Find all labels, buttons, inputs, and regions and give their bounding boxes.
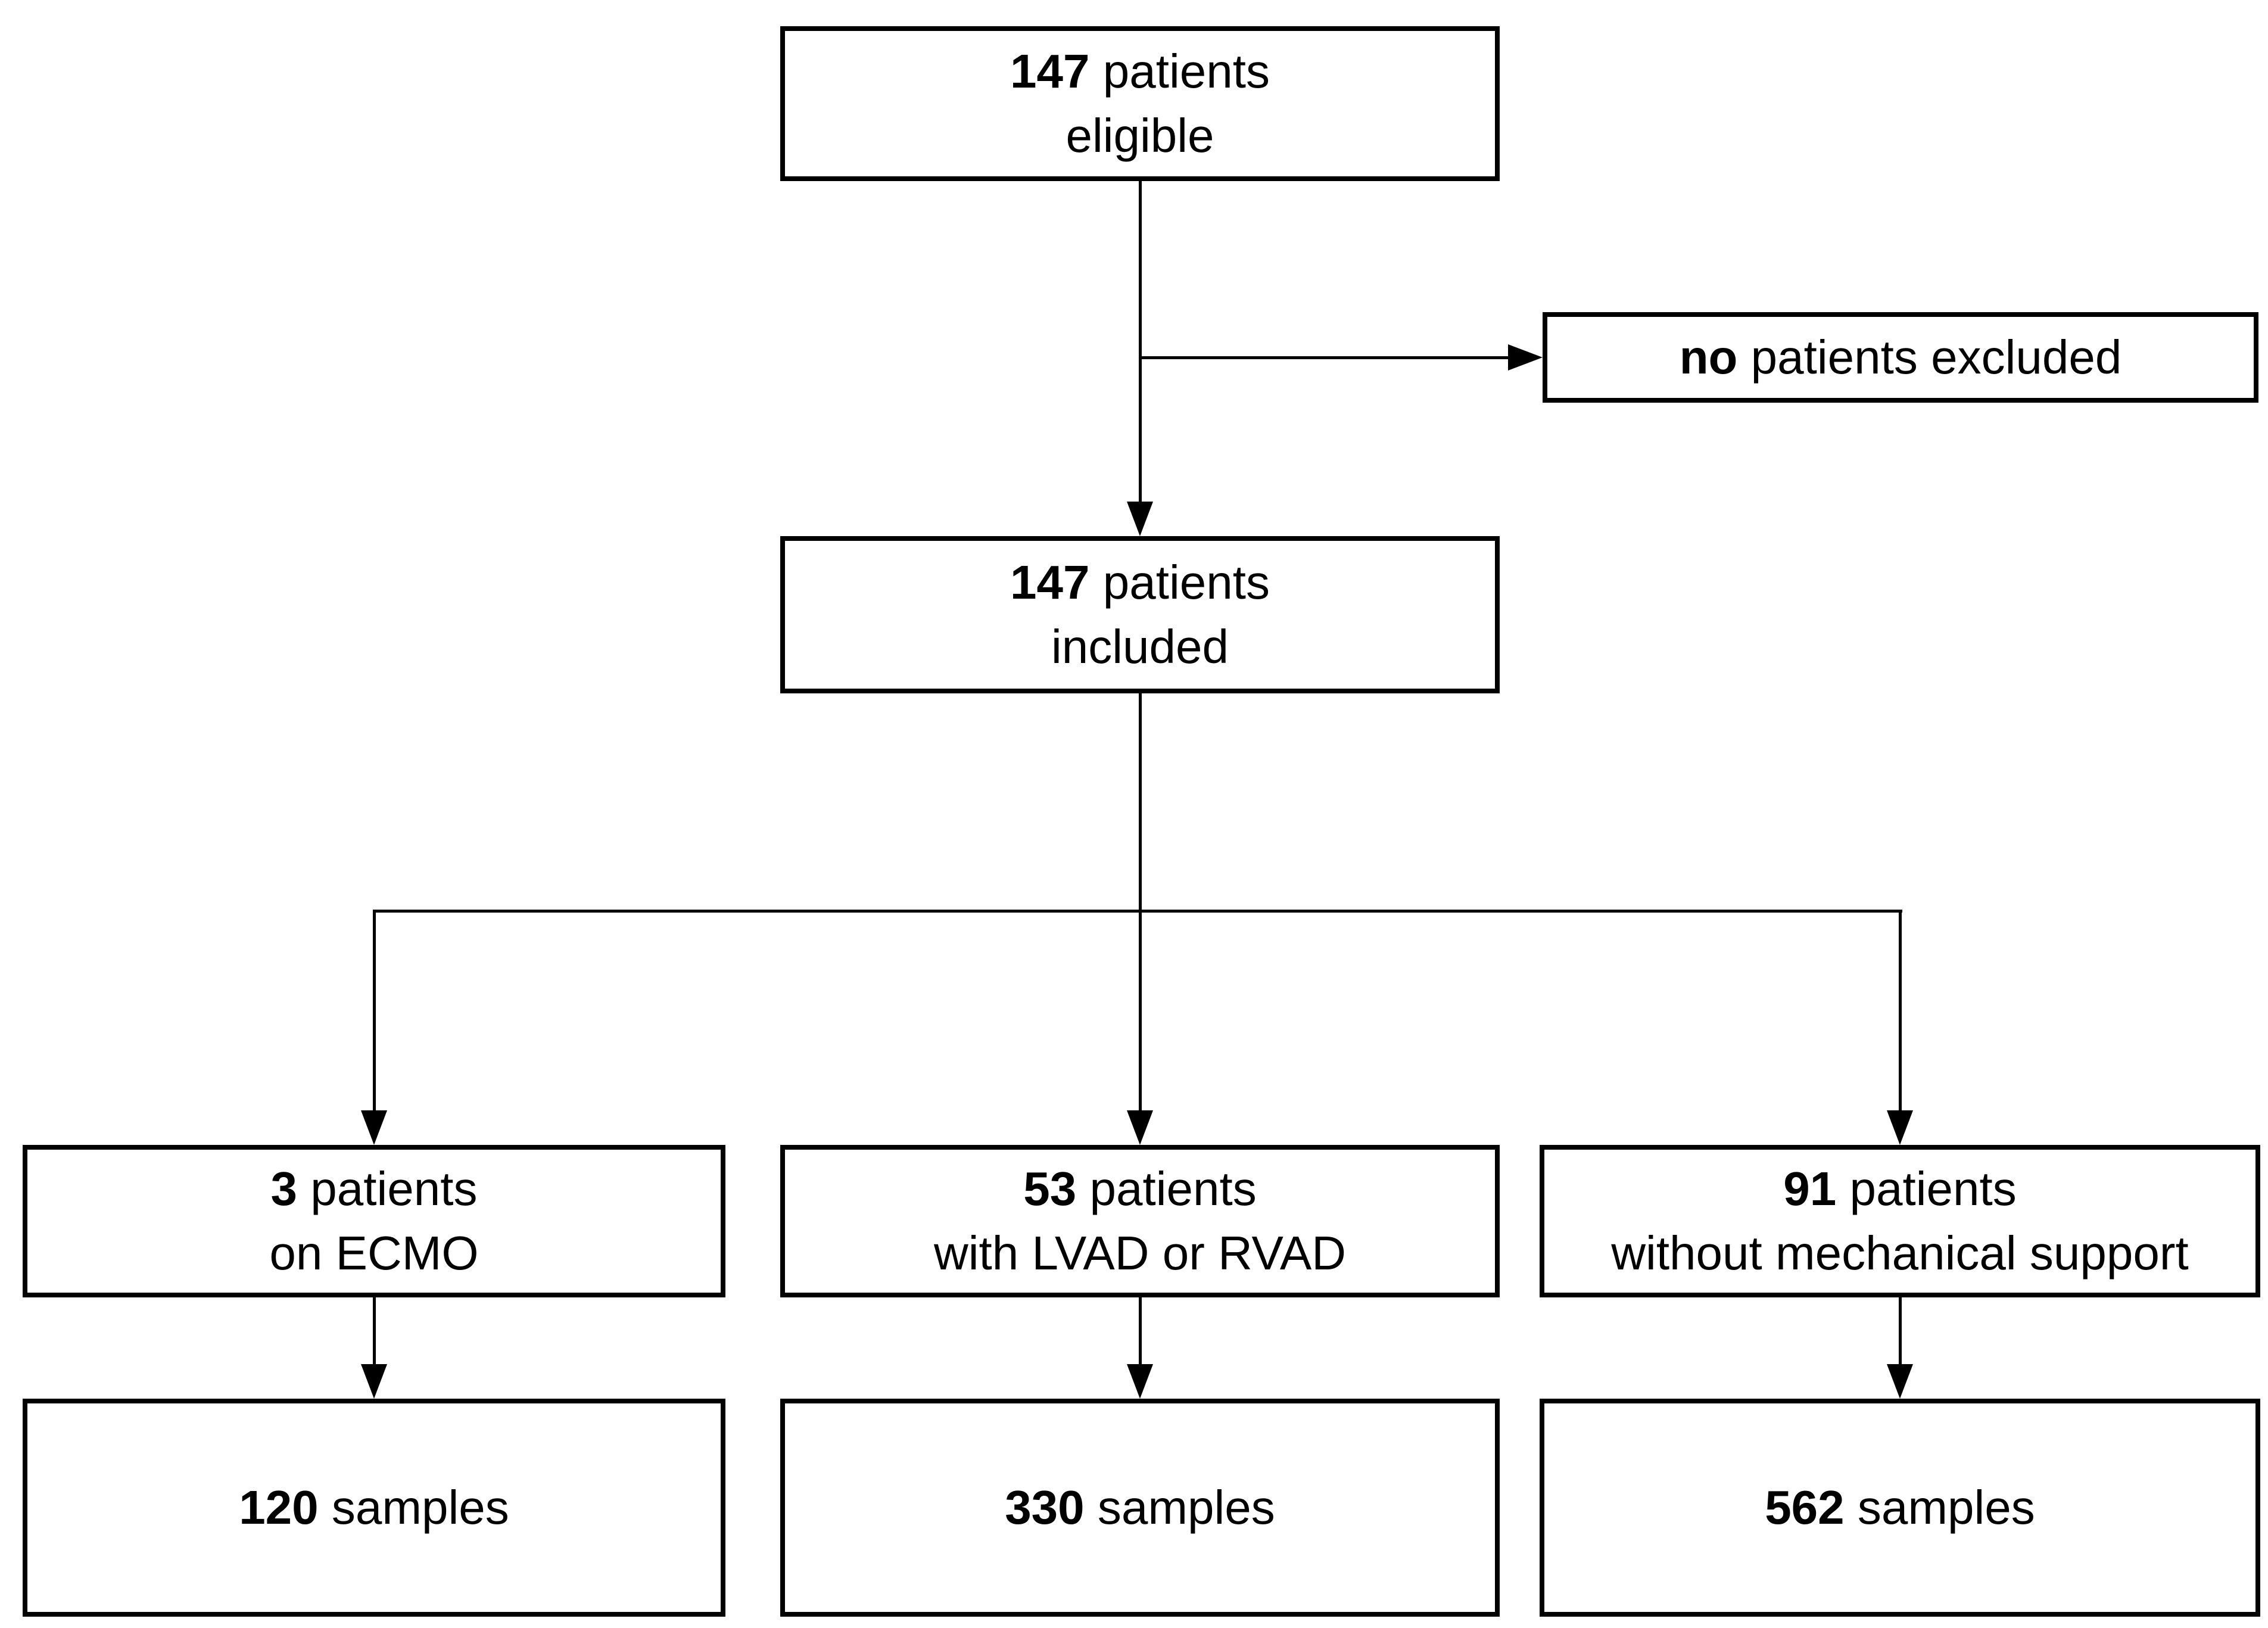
flow-box-vad: 53 patients with LVAD or RVAD xyxy=(780,1145,1500,1297)
arrowhead-ecmo-samples xyxy=(361,1364,387,1399)
connector-eligible-included xyxy=(1139,181,1142,502)
arrowhead-ecmo xyxy=(361,1110,387,1145)
ecmo-line2: on ECMO xyxy=(269,1227,479,1280)
ecmo-samples-count: 120 xyxy=(239,1481,319,1534)
connector-excluded-branch xyxy=(1139,356,1508,359)
ecmo-count-line: 3 patients xyxy=(271,1157,478,1221)
vad-line2: with LVAD or RVAD xyxy=(933,1227,1347,1280)
no-support-count: 91 xyxy=(1783,1162,1837,1215)
flow-box-no-support-samples: 562 samples xyxy=(1540,1399,2260,1617)
arrowhead-included xyxy=(1127,502,1153,536)
no-support-samples-count: 562 xyxy=(1765,1481,1845,1534)
flow-box-vad-samples: 330 samples xyxy=(780,1399,1500,1617)
ecmo-samples-line: 120 samples xyxy=(239,1476,509,1540)
vad-samples-label: samples xyxy=(1084,1481,1275,1534)
eligible-label: patients xyxy=(1089,45,1270,98)
connector-vad-samples xyxy=(1139,1297,1142,1364)
excluded-label: patients excluded xyxy=(1737,331,2122,384)
arrowhead-excluded xyxy=(1508,344,1543,371)
flow-box-included: 147 patients included xyxy=(780,536,1500,693)
flow-box-ecmo: 3 patients on ECMO xyxy=(23,1145,725,1297)
connector-split-vad xyxy=(1139,910,1142,1110)
no-support-line2: without mechanical support xyxy=(1611,1227,2189,1280)
eligible-count-line: 147 patients xyxy=(1010,39,1270,104)
ecmo-samples-label: samples xyxy=(318,1481,509,1534)
arrowhead-no-support-samples xyxy=(1887,1364,1913,1399)
included-count-line: 147 patients xyxy=(1010,550,1270,615)
split-line xyxy=(373,910,1902,913)
arrowhead-no-support xyxy=(1887,1110,1913,1145)
no-support-count-line: 91 patients xyxy=(1783,1157,2016,1221)
vad-samples-line: 330 samples xyxy=(1005,1476,1275,1540)
eligible-count: 147 xyxy=(1010,45,1090,98)
vad-count-line: 53 patients xyxy=(1023,1157,1256,1221)
included-label: patients xyxy=(1089,556,1270,609)
ecmo-label: patients xyxy=(297,1162,478,1215)
eligible-line2: eligible xyxy=(1066,109,1214,162)
no-support-label: patients xyxy=(1836,1162,2017,1215)
flow-box-ecmo-samples: 120 samples xyxy=(23,1399,725,1617)
vad-samples-count: 330 xyxy=(1005,1481,1085,1534)
no-support-samples-label: samples xyxy=(1844,1481,2035,1534)
connector-split-no-support xyxy=(1899,910,1902,1110)
flow-box-no-support: 91 patients without mechanical support xyxy=(1540,1145,2260,1297)
vad-label: patients xyxy=(1076,1162,1257,1215)
flow-box-excluded: no patients excluded xyxy=(1543,312,2258,403)
no-support-samples-line: 562 samples xyxy=(1765,1476,2035,1540)
included-line2: included xyxy=(1051,620,1229,673)
connector-split-ecmo xyxy=(373,910,376,1110)
connector-included-split xyxy=(1139,693,1142,913)
ecmo-count: 3 xyxy=(270,1162,298,1215)
excluded-count: no xyxy=(1679,331,1738,384)
arrowhead-vad-samples xyxy=(1127,1364,1153,1399)
included-count: 147 xyxy=(1010,556,1090,609)
flow-box-eligible: 147 patients eligible xyxy=(780,26,1500,181)
connector-ecmo-samples xyxy=(373,1297,376,1364)
excluded-count-line: no patients excluded xyxy=(1680,325,2122,390)
connector-no-support-samples xyxy=(1899,1297,1902,1364)
vad-count: 53 xyxy=(1023,1162,1077,1215)
arrowhead-vad xyxy=(1127,1110,1153,1145)
